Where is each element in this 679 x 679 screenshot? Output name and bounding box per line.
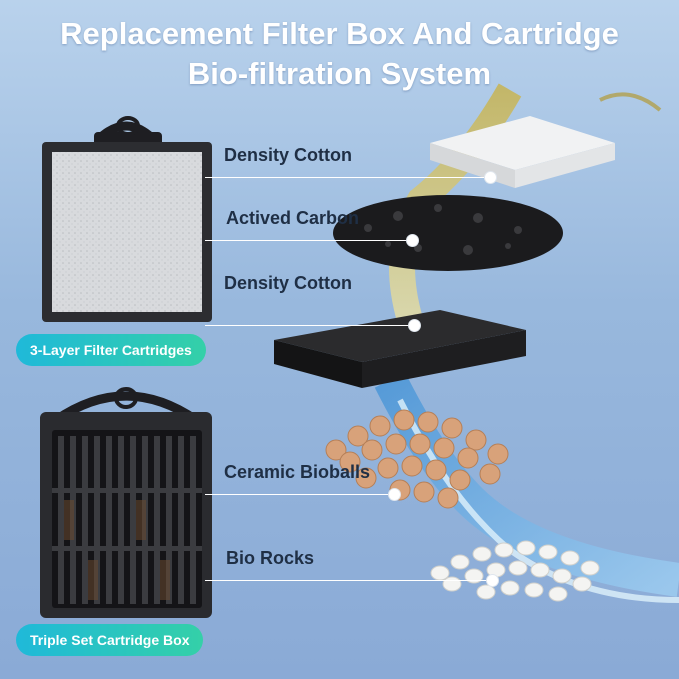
filter-cartridges-badge: 3-Layer Filter Cartridges	[16, 334, 206, 366]
leader-line-ceramic-bioballs	[205, 494, 391, 495]
callout-label-density-cotton-top: Density Cotton	[224, 145, 352, 165]
leader-line-bio-rocks	[205, 580, 489, 581]
callout-dot-bio-rocks	[486, 574, 499, 587]
actived-carbon-image	[333, 195, 563, 271]
callout-label-actived-carbon: Actived Carbon	[226, 208, 360, 228]
callout-dot-actived-carbon	[406, 234, 419, 247]
title-line-2: Bio-filtration System	[187, 56, 492, 91]
page-title: Replacement Filter Box And Cartridge Bio…	[0, 14, 679, 94]
callout-label-density-cotton-bottom: Density Cotton	[224, 273, 352, 293]
callout-label-ceramic-bioballs: Ceramic Bioballs	[224, 462, 371, 482]
callout-dot-ceramic-bioballs	[388, 488, 401, 501]
callout-label-bio-rocks: Bio Rocks	[226, 548, 315, 568]
leader-line-density-cotton-top	[205, 177, 488, 178]
cartridge-box-image	[40, 387, 212, 618]
callout-dot-density-cotton-bottom	[408, 319, 421, 332]
cartridge-box-badge: Triple Set Cartridge Box	[16, 624, 204, 656]
leader-line-density-cotton-bottom	[205, 325, 411, 326]
filter-cartridge-image	[42, 116, 212, 322]
density-cotton-bottom-image	[274, 310, 526, 388]
bio-rocks-image	[430, 540, 600, 602]
leader-line-actived-carbon	[205, 240, 409, 241]
callout-dot-density-cotton-top	[484, 171, 497, 184]
ceramic-bioballs-image	[325, 409, 509, 509]
title-line-1: Replacement Filter Box And Cartridge	[60, 16, 619, 51]
